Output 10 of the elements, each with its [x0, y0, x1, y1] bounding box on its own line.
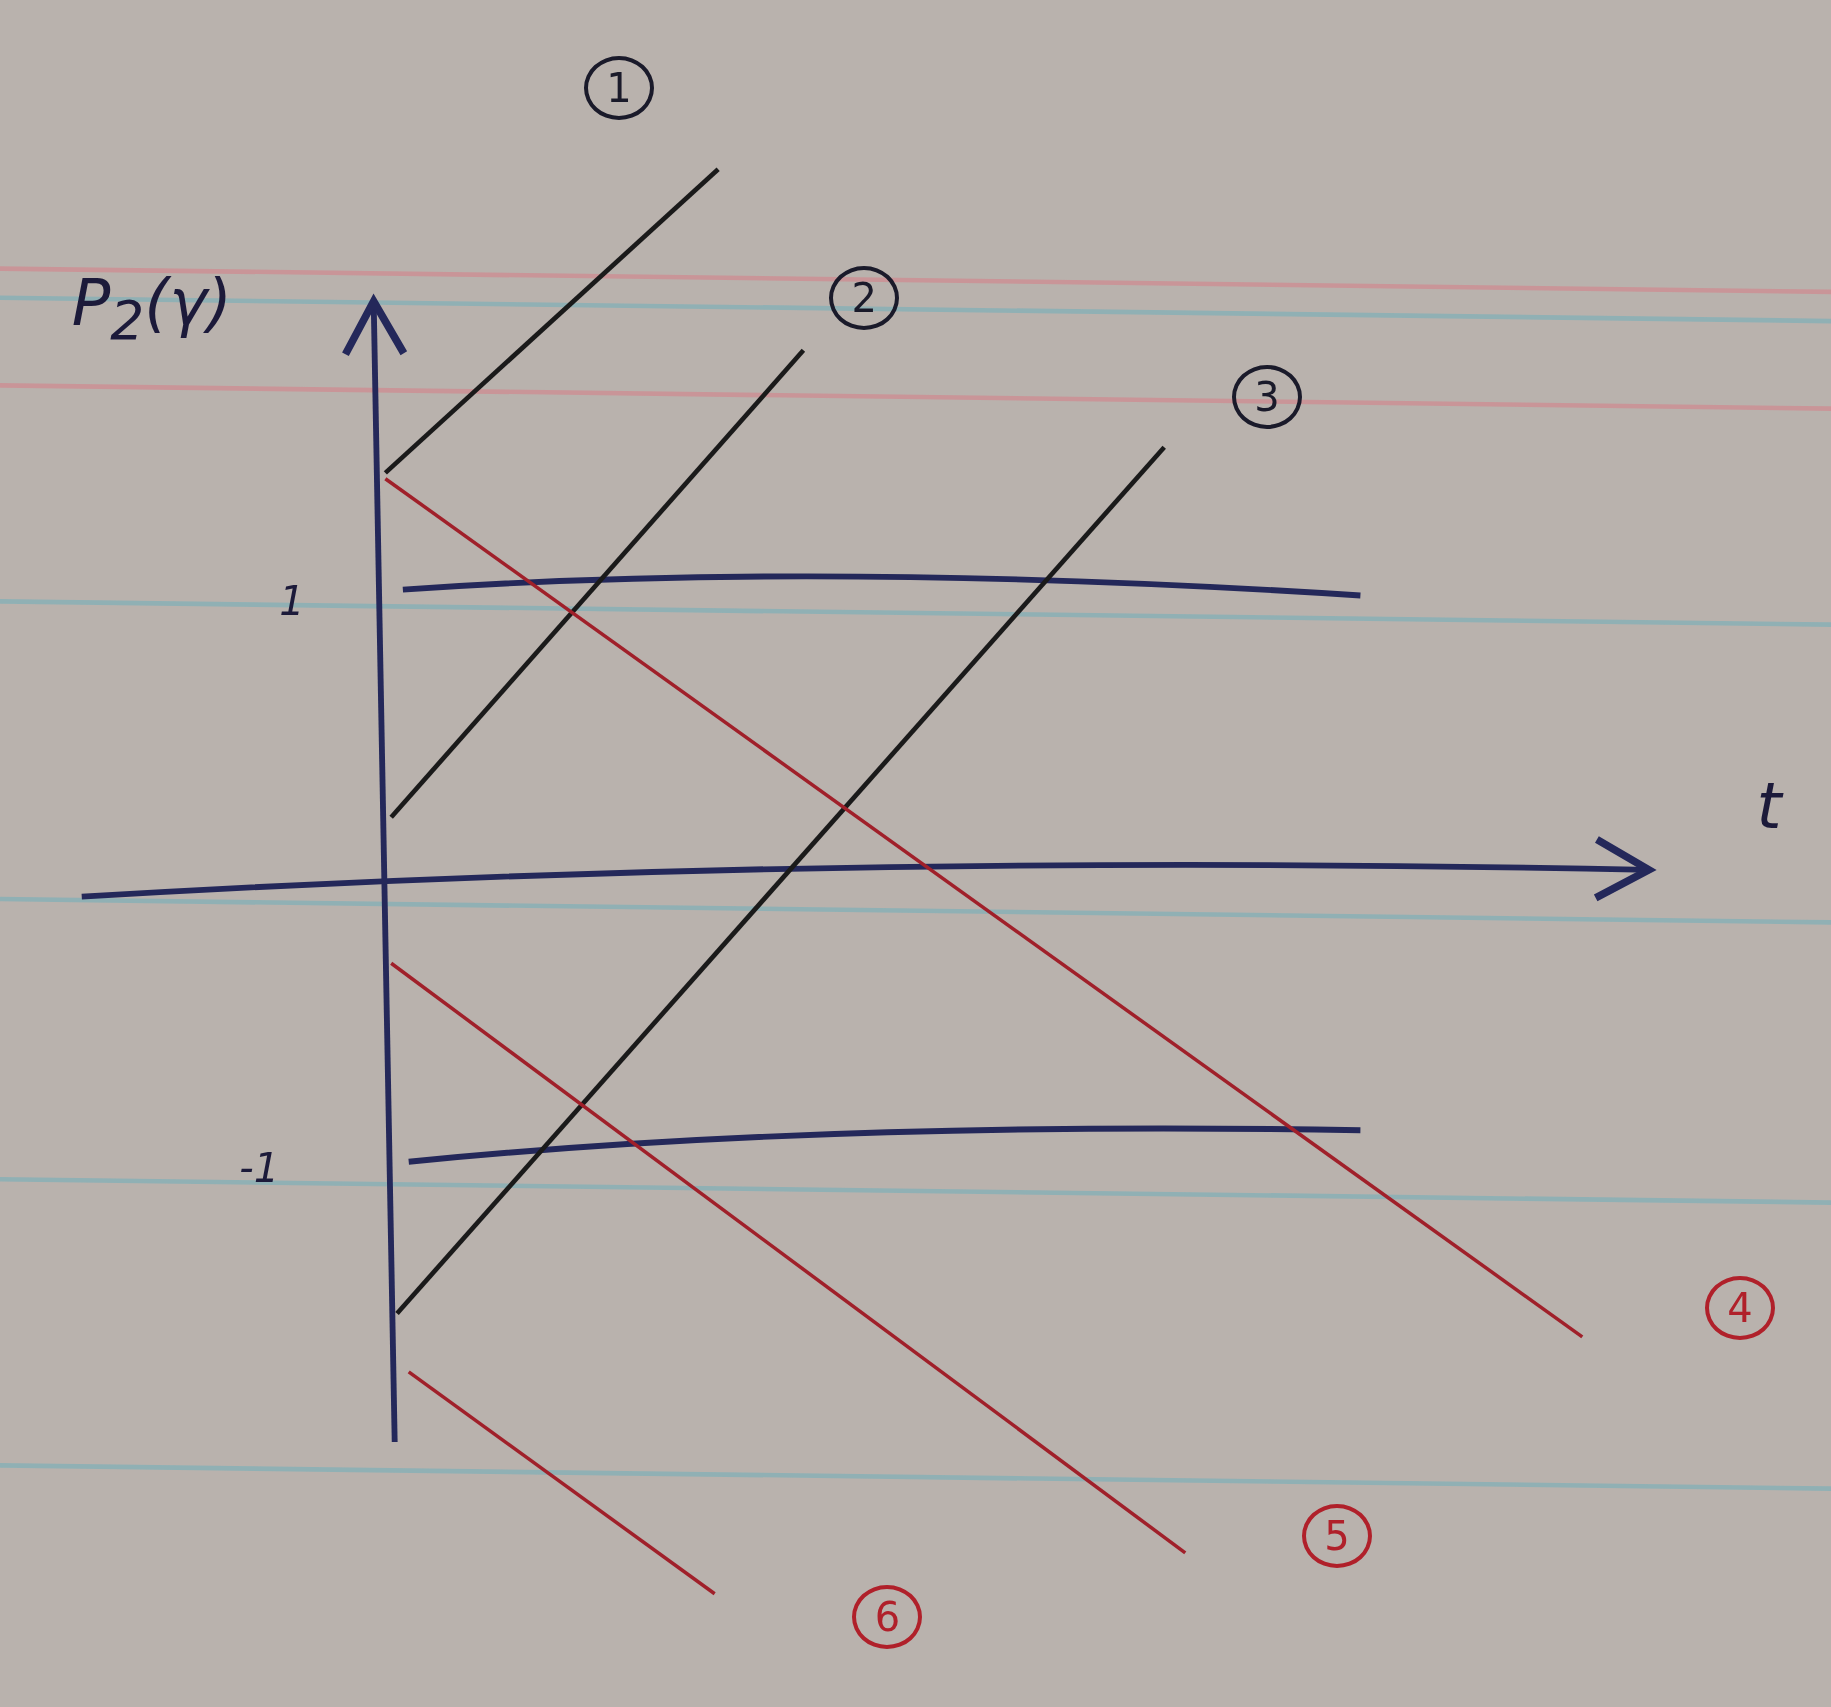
callout-number: 6	[852, 1585, 923, 1650]
axis-label: t	[1756, 768, 1782, 843]
tick-label: 1	[279, 578, 305, 625]
axis-label: P$_{2}$(γ)	[71, 266, 232, 353]
callout-number: 1	[583, 55, 654, 120]
callout-number: 4	[1704, 1275, 1775, 1340]
callout-number: 3	[1232, 365, 1302, 429]
callout-number: 2	[829, 265, 900, 330]
callout-number: 5	[1302, 1503, 1373, 1568]
tick-label: -1	[239, 1144, 280, 1191]
